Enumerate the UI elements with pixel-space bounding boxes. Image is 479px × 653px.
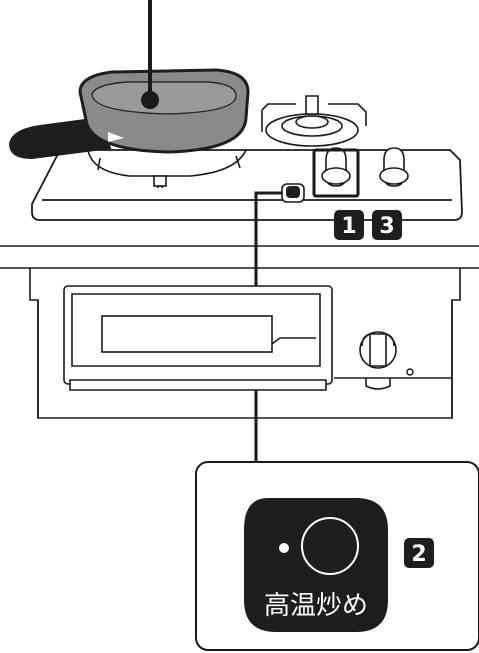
step-badge-2-label: 2 (411, 542, 426, 567)
step-badge-2: 2 (404, 538, 434, 568)
grill-door (64, 286, 332, 390)
button-label: 高温炒め (264, 591, 368, 621)
indicator-light (407, 369, 413, 375)
high-heat-stir-fry-button: 高温炒め (244, 498, 388, 632)
step-badge-3-label: 3 (379, 214, 394, 239)
pan-inner-surface (92, 82, 236, 114)
right-knob (380, 148, 408, 186)
lower-ledge (334, 378, 452, 389)
frying-pan (10, 70, 248, 158)
step-badge-1-label: 1 (341, 214, 356, 239)
right-burner (262, 96, 366, 146)
grill-knob (360, 332, 396, 368)
high-heat-button-small (282, 184, 304, 202)
countertop (0, 246, 479, 268)
step-badge-1: 1 (334, 210, 364, 240)
step-badge-3: 3 (372, 210, 402, 240)
button-dot-icon (279, 543, 289, 553)
